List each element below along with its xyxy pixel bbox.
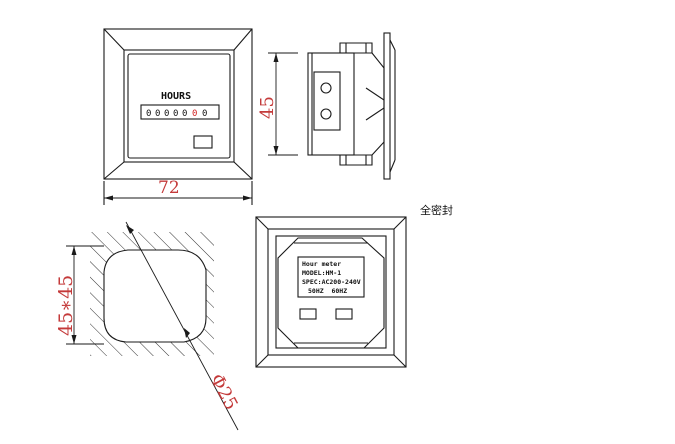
terminal-right <box>335 308 353 320</box>
counter-digit: 0 <box>146 109 151 119</box>
side-view <box>268 32 396 180</box>
hours-label: HOURS <box>161 91 191 102</box>
fully-sealed-caption: 全密封 <box>420 203 453 217</box>
housing-body <box>307 52 355 156</box>
rear-label-line: 50HZ 60HZ <box>308 287 347 295</box>
counter-window <box>140 104 220 120</box>
front-view <box>103 28 253 205</box>
counter-digit: 0 <box>182 109 187 119</box>
front-bezel-outer <box>103 28 253 180</box>
rear-view <box>255 216 407 368</box>
counter-digit: 0 <box>202 109 207 119</box>
rear-label-line: Hour meter <box>302 260 341 268</box>
terminal-left <box>299 308 317 320</box>
rear-housing <box>277 237 385 349</box>
side-bezel <box>383 32 391 180</box>
height-dimension-label: 45 <box>257 96 278 119</box>
width-dimension-label: 72 <box>158 178 180 198</box>
rating-label-plate <box>297 256 365 298</box>
meter-face <box>127 53 231 159</box>
cutout-hole <box>103 249 207 343</box>
diameter-label: Φ25 <box>206 370 242 413</box>
rear-label-line: SPEC:AC200-240V <box>302 278 361 286</box>
diameter-leader <box>125 221 239 431</box>
counter-digit: 0 <box>155 109 160 119</box>
rear-bezel-outer <box>255 216 407 368</box>
counter-digit: 0 <box>164 109 169 119</box>
cutout-size-label: 45∗45 <box>55 275 77 336</box>
counter-digit: 0 <box>173 109 178 119</box>
counter-digits: 0 0 0 0 0 0 0 <box>146 109 207 119</box>
terminal-screw <box>320 82 332 94</box>
panel-cutout-view <box>66 221 239 431</box>
front-bezel-inner <box>123 49 235 163</box>
rear-bezel-inner <box>267 228 395 356</box>
terminal-screw <box>320 108 332 120</box>
rear-label-line: MODEL:HM-1 <box>302 269 341 277</box>
reset-window <box>193 135 213 149</box>
terminal-block <box>313 71 341 131</box>
counter-digit-red: 0 <box>192 109 197 119</box>
